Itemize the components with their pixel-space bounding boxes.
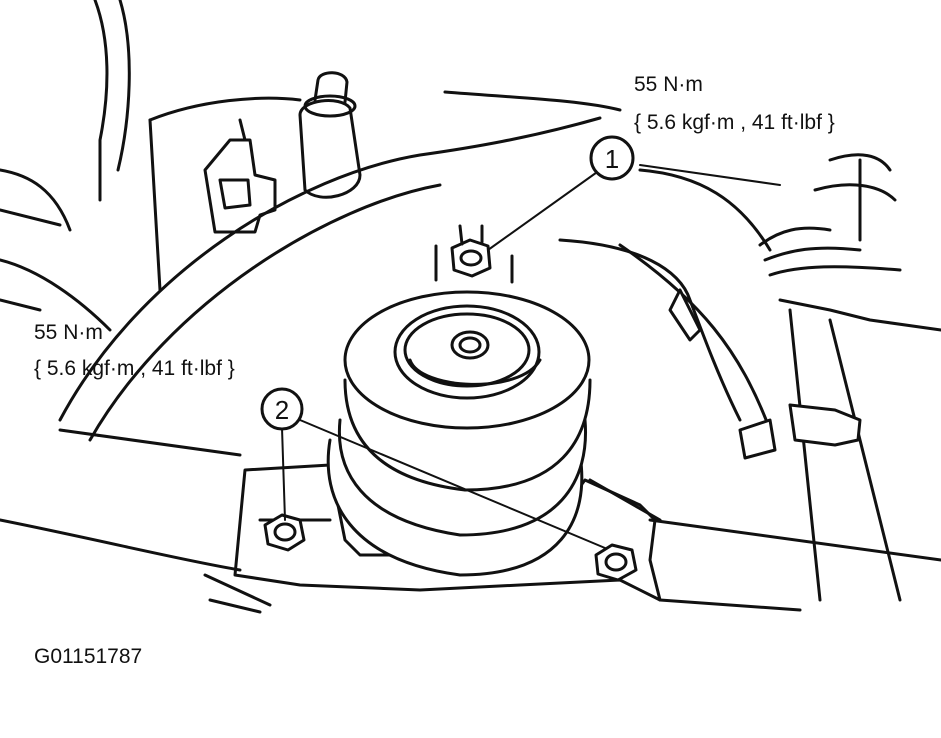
- callout-2-spec: { 5.6 kgf·m , 41 ft·lbf }: [34, 357, 235, 380]
- bolt-2-left: [263, 513, 306, 552]
- engine-mount-body: [326, 290, 592, 577]
- callout-2-circle: [260, 387, 304, 431]
- figure-id: G01151787: [34, 645, 143, 668]
- callout-2-torque: 55 N·m: [34, 321, 103, 344]
- callout-1-circle: [589, 135, 635, 181]
- connector-cylinder: [298, 71, 362, 199]
- background-hoses-left: [0, 0, 302, 332]
- wiring-harness-right: [758, 153, 941, 602]
- callout-1-spec: { 5.6 kgf·m , 41 ft·lbf }: [634, 111, 835, 134]
- callout-1-torque: 55 N·m: [634, 73, 703, 96]
- bolt-1: [434, 224, 514, 284]
- vacuum-line: [558, 238, 742, 422]
- leader-lines: [61, 164, 781, 549]
- callout-2-number: 2: [275, 395, 289, 425]
- harness-connector: [738, 403, 862, 460]
- coolant-hose: [58, 90, 772, 442]
- bolt-2-right: [594, 543, 638, 582]
- callout-1-number: 1: [605, 144, 619, 174]
